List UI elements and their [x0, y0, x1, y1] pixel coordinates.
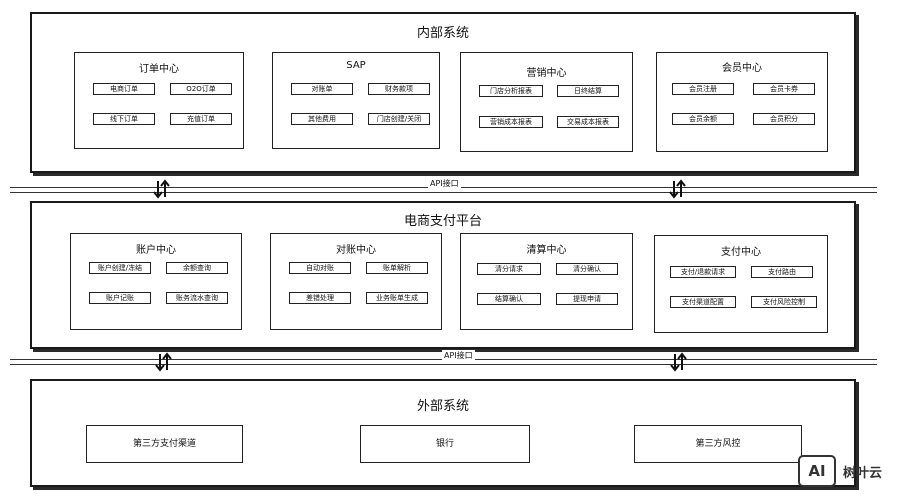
module-item: 门店分析报表: [479, 85, 543, 97]
module-item: 营销成本报表: [479, 116, 543, 128]
module-item: 支付渠道配置: [670, 296, 736, 308]
module-order-center: 订单中心 电商订单 O2O订单 线下订单 充值订单: [74, 52, 244, 149]
module-account-center: 账户中心 账户创建/冻结 余额查询 账户记账 账务流水查询: [70, 233, 242, 330]
module-item: 支付风险控制: [751, 296, 817, 308]
api-bus-top-label: API接口: [428, 178, 461, 189]
module-item: 对账单: [291, 83, 353, 95]
module-clearing-center: 清算中心 清分请求 清分确认 结算确认 提现申请: [460, 233, 633, 330]
bidirectional-arrow-icon: [155, 352, 172, 372]
bidirectional-arrow-icon: [153, 179, 170, 199]
api-bus-bottom-label: API接口: [442, 350, 475, 361]
external-item-third-party-risk-control: 第三方风控: [634, 425, 802, 463]
module-reconciliation-center: 对账中心 自动对账 账单解析 差错处理 业务账单生成: [270, 233, 442, 330]
watermark-text: 树叶云: [843, 466, 883, 481]
module-item: 线下订单: [93, 113, 155, 125]
module-item: 清分确认: [556, 263, 618, 275]
module-item: 财务款项: [368, 83, 430, 95]
module-item: 账户创建/冻结: [89, 262, 151, 274]
watermark-logo: AI 树叶云: [798, 455, 898, 491]
module-item: 其他费用: [291, 113, 353, 125]
module-item: 清分请求: [477, 263, 541, 275]
module-item: 支付/退款请求: [670, 266, 736, 278]
module-item: 会员积分: [753, 113, 815, 125]
module-title: 会员中心: [722, 63, 762, 74]
ai-logo-icon: AI: [798, 455, 836, 487]
module-title: 账户中心: [136, 245, 176, 256]
external-systems-layer: 外部系统 第三方支付渠道 银行 第三方风控: [30, 379, 856, 487]
module-payment-center: 支付中心 支付/退款请求 支付路由 支付渠道配置 支付风险控制: [654, 235, 828, 333]
external-item-bank: 银行: [360, 425, 530, 463]
module-item: 支付路由: [751, 266, 813, 278]
module-item: 日终结算: [557, 85, 619, 97]
module-item: 业务账单生成: [366, 292, 428, 304]
internal-systems-layer: 内部系统 订单中心 电商订单 O2O订单 线下订单 充值订单 SAP 对账单 财…: [30, 12, 856, 173]
module-title: SAP: [346, 60, 366, 71]
module-item: 会员卡券: [753, 83, 815, 95]
module-sap: SAP 对账单 财务款项 其他费用 门店创建/关闭: [272, 52, 440, 149]
external-item-third-party-payment: 第三方支付渠道: [86, 425, 243, 463]
payment-platform-layer: 电商支付平台 账户中心 账户创建/冻结 余额查询 账户记账 账务流水查询 对账中…: [30, 201, 856, 349]
module-item: 自动对账: [289, 262, 351, 274]
module-title: 对账中心: [336, 245, 376, 256]
module-item: 结算确认: [477, 293, 541, 305]
module-item: O2O订单: [170, 83, 232, 95]
module-member-center: 会员中心 会员注册 会员卡券 会员余额 会员积分: [656, 52, 828, 152]
payment-platform-title: 电商支付平台: [403, 214, 482, 229]
module-item: 提现申请: [556, 293, 618, 305]
module-title: 营销中心: [526, 68, 567, 79]
module-item: 账户记账: [89, 292, 151, 304]
bidirectional-arrow-icon: [669, 179, 686, 199]
module-marketing-center: 营销中心 门店分析报表 日终结算 营销成本报表 交易成本报表: [460, 52, 633, 152]
module-title: 清算中心: [526, 245, 567, 256]
module-item: 充值订单: [170, 113, 232, 125]
module-item: 会员注册: [672, 83, 734, 95]
module-title: 支付中心: [721, 247, 761, 258]
module-item: 电商订单: [93, 83, 155, 95]
module-item: 会员余额: [672, 113, 734, 125]
module-item: 余额查询: [166, 262, 228, 274]
internal-systems-title: 内部系统: [416, 26, 469, 41]
module-item: 账单解析: [366, 262, 428, 274]
module-item: 账务流水查询: [166, 292, 228, 304]
external-systems-title: 外部系统: [416, 399, 469, 414]
bidirectional-arrow-icon: [670, 352, 687, 372]
module-item: 交易成本报表: [557, 116, 619, 128]
module-item: 门店创建/关闭: [368, 113, 430, 125]
module-title: 订单中心: [139, 64, 179, 75]
module-item: 差错处理: [289, 292, 351, 304]
